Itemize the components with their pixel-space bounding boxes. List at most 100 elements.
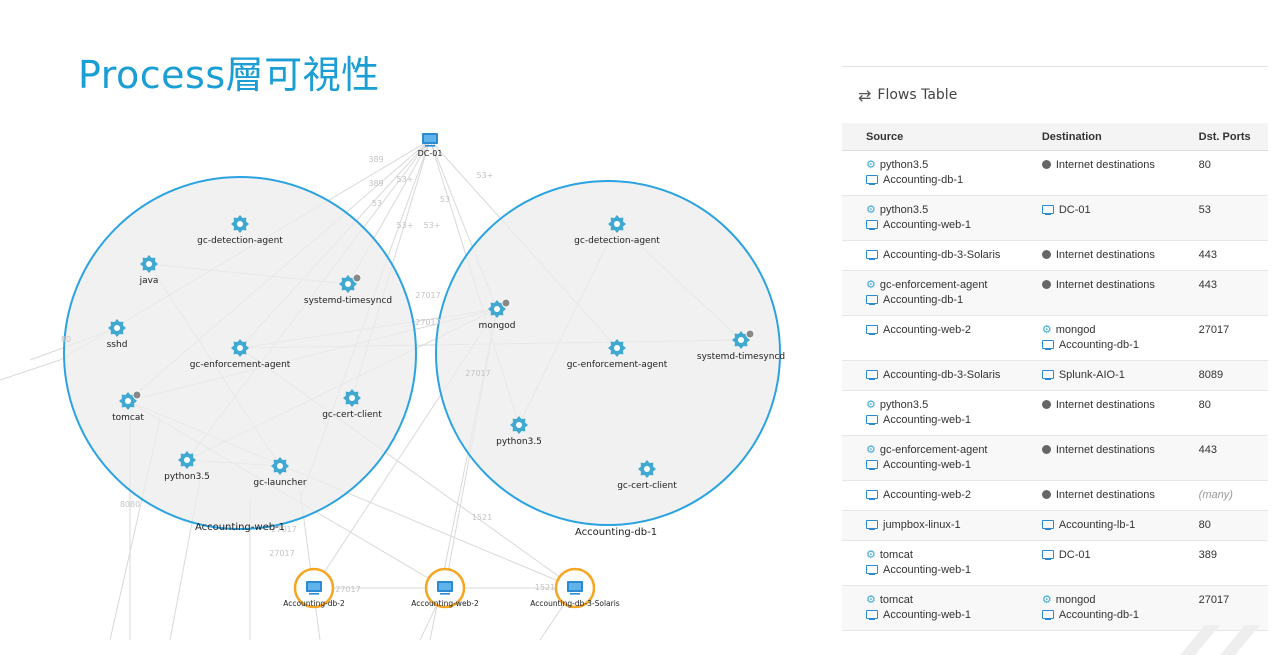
process-node[interactable]: mongod [479, 298, 516, 331]
flow-port-cell: 27017 [1178, 315, 1268, 361]
process-label: gc-detection-agent [197, 236, 283, 246]
globe-icon [1041, 445, 1051, 454]
cluster-circle[interactable] [435, 180, 781, 526]
process-label: gc-launcher [253, 478, 307, 488]
edge-port-label: 27017 [269, 549, 294, 558]
entry-text: Accounting-lb-1 [1058, 519, 1136, 531]
monitor-icon [1041, 610, 1054, 621]
monitor-icon [1041, 520, 1054, 531]
entry-text: mongod [1055, 324, 1096, 336]
edge-port-label: 53+ [424, 221, 441, 230]
host-node[interactable]: Accounting-db-2 [283, 567, 345, 609]
process-node[interactable]: python3.5 [496, 416, 542, 447]
flows-table-panel: ⇄ Flows Table Source Destination Dst. Po… [842, 66, 1268, 637]
flow-source-cell-entry: ⚙tomcat [866, 593, 1020, 608]
process-node[interactable]: gc-enforcement-agent [567, 339, 668, 370]
process-node[interactable]: gc-cert-client [617, 460, 677, 491]
monitor-icon [866, 610, 878, 621]
process-label: gc-enforcement-agent [190, 360, 291, 370]
flow-destination-cell-entry: Internet destinations [1041, 248, 1171, 263]
column-header-dst-ports[interactable]: Dst. Ports [1178, 123, 1268, 151]
host-node[interactable]: Accounting-web-2 [411, 567, 479, 609]
flow-source-cell-entry: Accounting-web-2 [866, 488, 1020, 503]
edge-port-label: 1521 [472, 513, 492, 522]
flow-destination-cell: Internet destinations [1027, 480, 1179, 511]
gear-icon: ⚙ [866, 204, 876, 216]
gear-hole [277, 463, 283, 469]
process-node[interactable]: systemd-timesyncd [697, 329, 785, 362]
entry-text: Internet destinations [1055, 249, 1155, 261]
edge-port-label: 80 [61, 335, 71, 344]
gear-icon: ⚙ [866, 279, 876, 291]
entry-text: Splunk-AIO-1 [1058, 369, 1125, 381]
flow-source-cell-entry: ⚙tomcat [866, 548, 1020, 563]
process-node[interactable]: gc-enforcement-agent [190, 339, 291, 370]
process-node[interactable]: java [139, 255, 159, 286]
entry-text: Accounting-db-1 [883, 174, 964, 186]
count-badge [132, 390, 142, 400]
flow-port-cell: 53 [1178, 195, 1268, 241]
entry-text: Accounting-web-1 [883, 459, 972, 471]
gear-hole [114, 325, 120, 331]
gear-hole [184, 457, 190, 463]
host-node[interactable]: DC-01 [418, 133, 443, 158]
flow-destination-cell-entry: Accounting-db-1 [1041, 338, 1171, 353]
process-node[interactable]: gc-launcher [253, 457, 307, 488]
monitor-icon [866, 565, 878, 576]
flow-source-cell-entry: Accounting-web-1 [866, 218, 1020, 233]
process-node[interactable]: python3.5 [164, 451, 210, 482]
process-node[interactable]: systemd-timesyncd [304, 273, 392, 306]
edge-port-label: 53 [372, 199, 382, 208]
process-node[interactable]: gc-detection-agent [574, 215, 660, 246]
process-node[interactable]: sshd [107, 319, 128, 350]
process-node[interactable]: gc-detection-agent [197, 215, 283, 246]
flows-table-title: Flows Table [877, 87, 958, 103]
flow-row[interactable]: jumpbox-linux-1 Accounting-lb-1 80 [842, 510, 1268, 541]
flow-source-cell: Accounting-web-2 [842, 315, 1028, 361]
entry-text: python3.5 [879, 159, 929, 171]
column-header-source[interactable]: Source [842, 123, 1028, 151]
flow-port-cell: 80 [1178, 510, 1268, 541]
flow-source-cell-entry: Accounting-web-1 [866, 458, 1020, 473]
column-header-destination[interactable]: Destination [1027, 123, 1179, 151]
process-node[interactable]: gc-cert-client [322, 389, 382, 420]
gear-hole [644, 466, 650, 472]
edge-port-label: 389 [368, 155, 383, 164]
process-label: mongod [479, 321, 516, 331]
count-badge [501, 298, 511, 308]
flow-destination-cell: Internet destinations [1027, 270, 1179, 316]
flow-destination-cell: DC-01 [1027, 195, 1179, 241]
flow-source-cell-entry: jumpbox-linux-1 [866, 518, 1020, 533]
process-node[interactable]: tomcat [112, 390, 144, 423]
gear-icon: ⚙ [1041, 594, 1052, 606]
entry-text: python3.5 [879, 204, 929, 216]
flow-port-cell: 443 [1178, 240, 1268, 271]
entry-text: Internet destinations [1055, 444, 1155, 456]
gear-hole [614, 345, 620, 351]
flow-port-cell: 443 [1178, 270, 1268, 316]
gear-hole [494, 306, 500, 312]
flow-port-cell: 8089 [1178, 360, 1268, 391]
monitor-icon [1041, 340, 1054, 351]
host-node[interactable]: Accounting-db-3-Solaris [530, 567, 620, 609]
process-label: java [139, 276, 159, 286]
flow-destination-cell-entry: DC-01 [1041, 548, 1171, 563]
